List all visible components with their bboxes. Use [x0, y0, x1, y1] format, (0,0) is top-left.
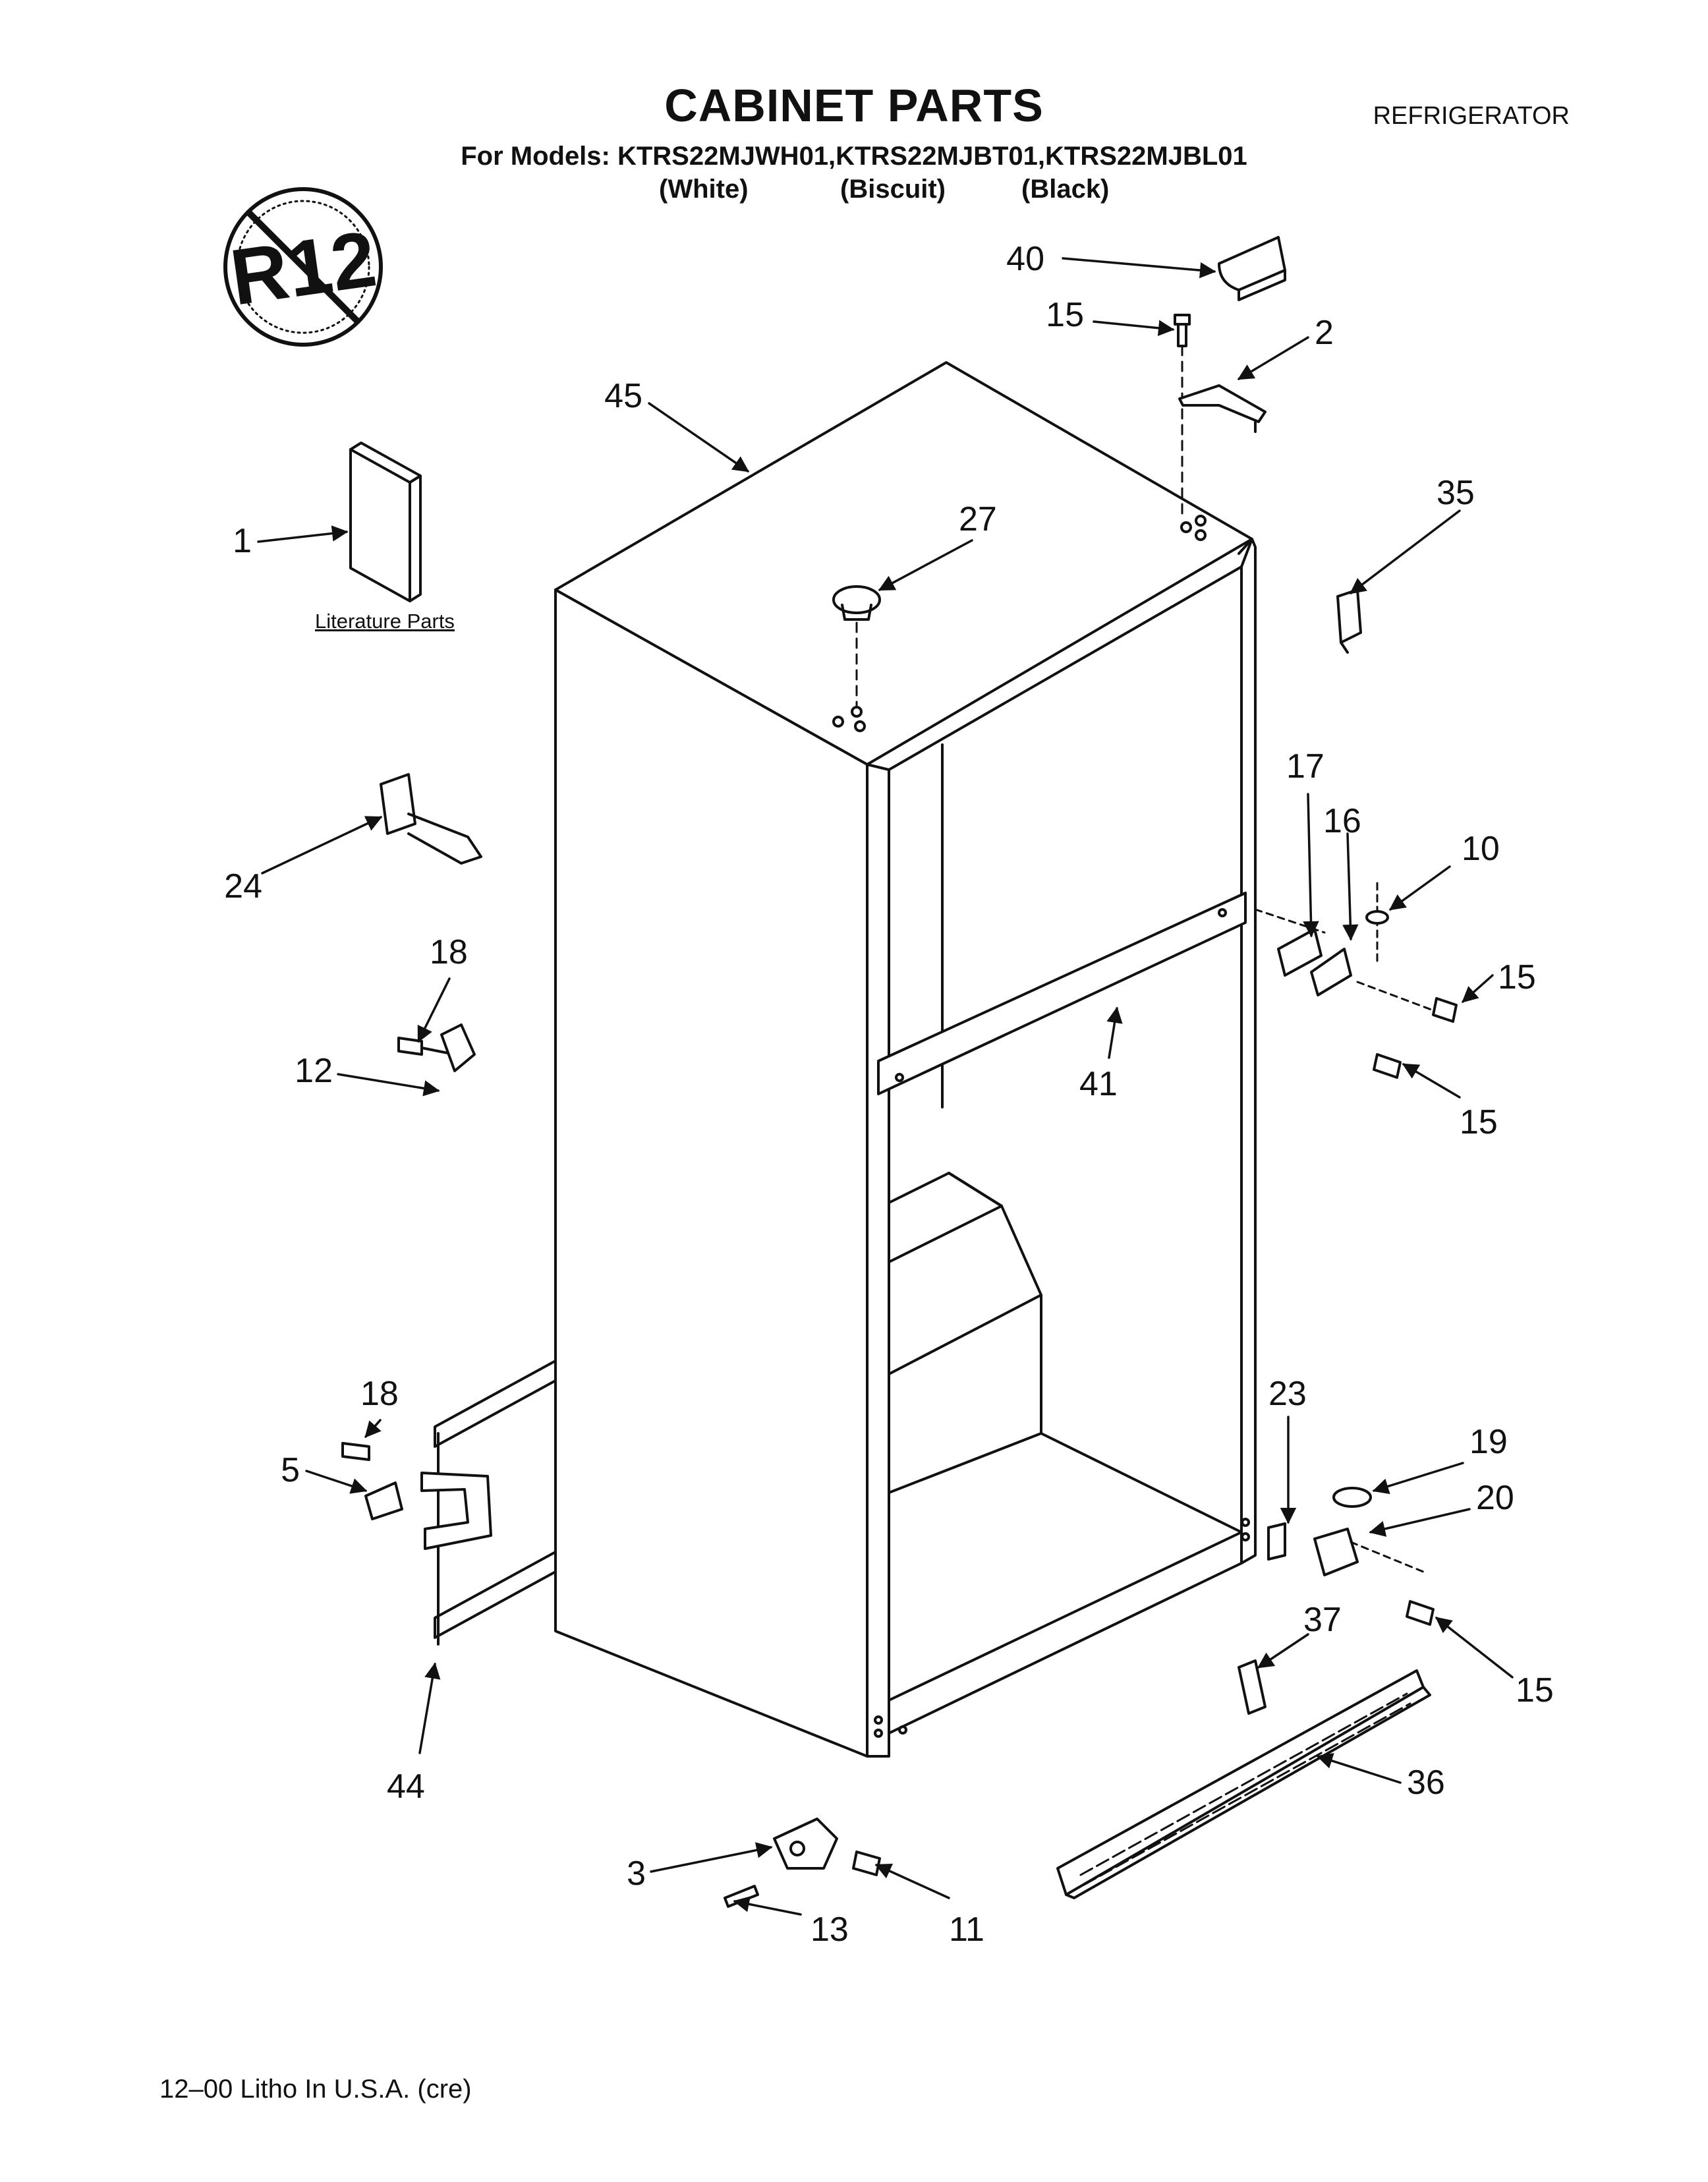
models-line: For Models: KTRS22MJWH01,KTRS22MJBT01,KT… [461, 142, 1247, 171]
callout-17: 17 [1286, 747, 1324, 786]
no-r12-icon: R12 [223, 187, 383, 347]
callout-3: 3 [627, 1854, 646, 1893]
callout-15-top: 15 [1046, 296, 1084, 334]
callout-numbers: 40 15 2 45 35 1 27 24 17 16 10 15 18 12 … [224, 240, 1554, 1949]
page-title: CABINET PARTS [664, 80, 1044, 131]
hinge-cover-cap-icon [1218, 236, 1286, 301]
callout-19: 19 [1469, 1423, 1508, 1461]
callout-15-lower: 15 [1516, 1671, 1554, 1709]
callout-18-lower: 18 [360, 1375, 399, 1413]
callout-37: 37 [1303, 1601, 1342, 1639]
hinge-bolt-icon [397, 1023, 476, 1072]
base-grille-icon [1056, 1669, 1431, 1899]
callout-41: 41 [1079, 1065, 1118, 1103]
callout-45: 45 [604, 377, 642, 415]
center-hinge-icon [1254, 882, 1458, 1079]
leveler-icon [380, 773, 482, 865]
callout-23: 23 [1268, 1375, 1307, 1413]
callout-15-mid-b: 15 [1460, 1103, 1498, 1141]
callout-11: 11 [949, 1910, 984, 1949]
callout-1: 1 [233, 522, 252, 560]
callout-44: 44 [387, 1767, 425, 1806]
literature-parts-label: Literature Parts [315, 610, 455, 633]
callout-10: 10 [1462, 830, 1500, 868]
callout-15-mid-a: 15 [1498, 958, 1536, 996]
screw-icon [1174, 314, 1191, 515]
lower-right-hinge-icon [1267, 1487, 1435, 1626]
callout-12: 12 [295, 1052, 333, 1090]
literature-booklet-icon [349, 442, 422, 602]
cabinet-body [554, 361, 1257, 1758]
callout-35: 35 [1437, 474, 1475, 512]
roller-icon [724, 1818, 881, 1908]
plug-icon [832, 585, 881, 706]
callout-16: 16 [1323, 802, 1361, 840]
callout-27: 27 [959, 500, 997, 538]
color-white: (White) [659, 175, 749, 204]
callout-40: 40 [1006, 240, 1044, 278]
callout-18-upper: 18 [430, 933, 468, 971]
grille-clip-icon [1238, 1659, 1267, 1715]
callout-20: 20 [1476, 1479, 1514, 1517]
color-biscuit: (Biscuit) [840, 175, 946, 204]
callout-36: 36 [1407, 1764, 1445, 1802]
hinge-cover-icon [1336, 589, 1362, 654]
callout-5: 5 [281, 1451, 300, 1489]
callout-2: 2 [1315, 314, 1334, 352]
callout-24: 24 [224, 867, 262, 905]
product-category: REFRIGERATOR [1373, 102, 1570, 130]
lower-hinge-icon [341, 1360, 557, 1646]
color-black: (Black) [1021, 175, 1110, 204]
leader-arrows [257, 257, 1514, 1916]
top-hinge-icon [1178, 384, 1267, 433]
footer-text: 12–00 Litho In U.S.A. (cre) [159, 2075, 472, 2104]
callout-13: 13 [811, 1910, 849, 1949]
